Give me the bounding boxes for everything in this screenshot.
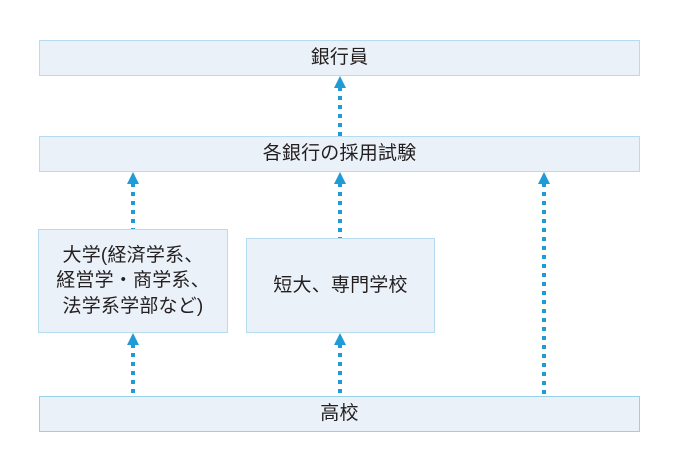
node-high-school-label: 高校 — [320, 403, 359, 425]
node-university: 大学(経済学系、 経営学・商学系、 法学系学部など) — [38, 229, 228, 333]
node-bank-recruitment-exam: 各銀行の採用試験 — [39, 136, 640, 172]
node-junior-college-vocational-school-label: 短大、専門学校 — [273, 274, 408, 296]
arrow-up-icon-highschool-to-junior-college — [334, 333, 346, 396]
arrowhead-up-icon — [334, 76, 346, 88]
arrow-shaft-dotted — [338, 87, 342, 136]
arrowhead-up-icon — [334, 172, 346, 184]
arrow-up-icon-university-to-exam — [127, 172, 139, 229]
node-university-label: 大学(経済学系、 経営学・商学系、 法学系学部など) — [56, 244, 210, 317]
arrow-shaft-dotted — [542, 183, 546, 396]
arrow-shaft-dotted — [131, 183, 135, 229]
arrowhead-up-icon — [127, 172, 139, 184]
arrow-up-icon-highschool-to-exam — [538, 172, 550, 396]
arrowhead-up-icon — [334, 333, 346, 345]
arrow-shaft-dotted — [338, 183, 342, 238]
arrow-up-icon-exam-to-banker — [334, 76, 346, 136]
arrow-shaft-dotted — [131, 344, 135, 396]
arrow-up-icon-junior-college-to-exam — [334, 172, 346, 238]
arrowhead-up-icon — [127, 333, 139, 345]
node-banker: 銀行員 — [39, 40, 640, 76]
arrowhead-up-icon — [538, 172, 550, 184]
node-banker-label: 銀行員 — [310, 47, 369, 69]
arrow-up-icon-highschool-to-university — [127, 333, 139, 396]
node-high-school: 高校 — [39, 396, 640, 432]
node-junior-college-vocational-school: 短大、専門学校 — [246, 238, 435, 333]
node-bank-recruitment-exam-label: 各銀行の採用試験 — [262, 143, 417, 165]
arrow-shaft-dotted — [338, 344, 342, 396]
